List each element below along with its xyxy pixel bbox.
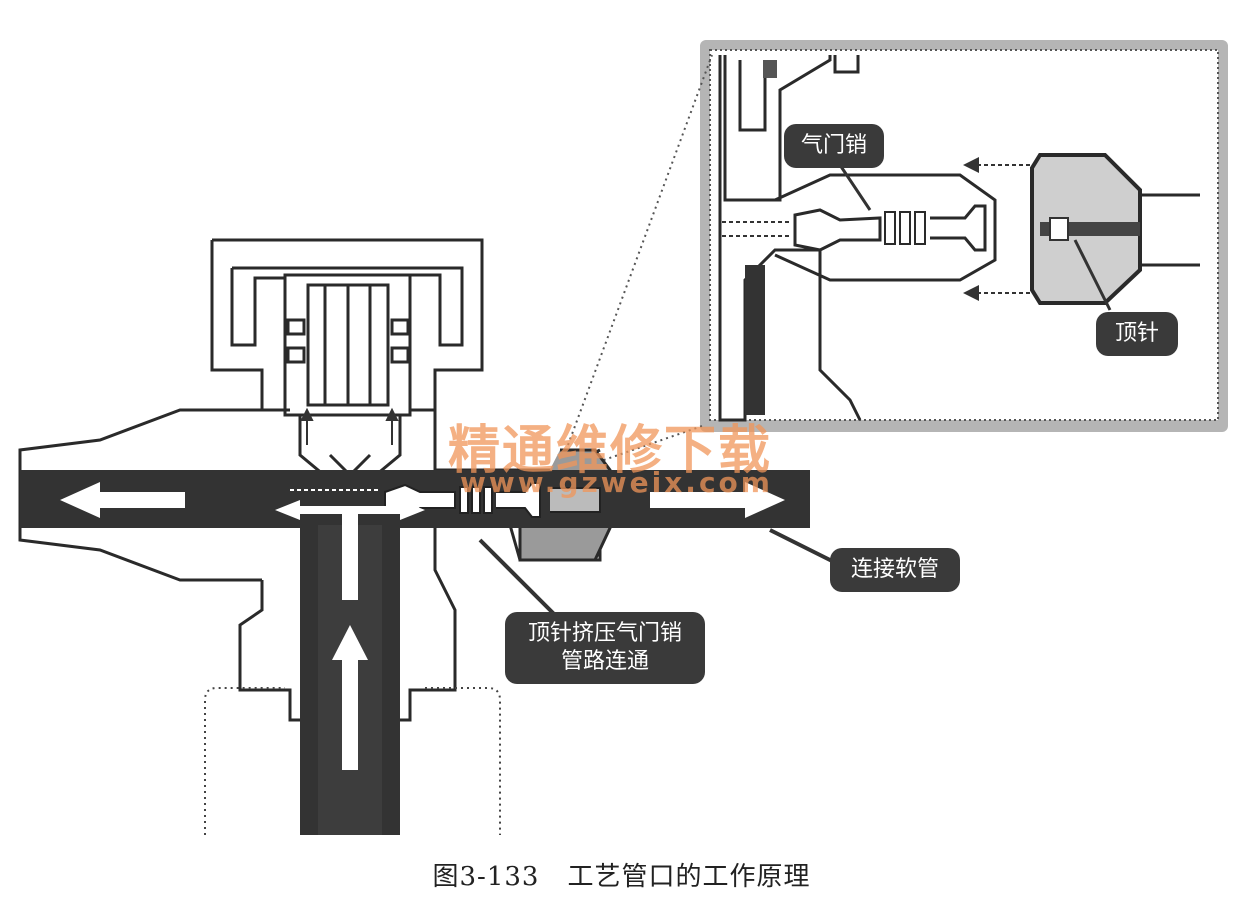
- stem-arrows: [300, 407, 399, 445]
- valve-pin-label: 气门销: [784, 124, 884, 168]
- squeeze-label-line1: 顶针挤压气门销: [527, 621, 682, 646]
- flow-arrows: [60, 482, 785, 770]
- flow-left-arrow: [60, 482, 185, 518]
- figure-number: 图3-133: [432, 862, 540, 892]
- figure-title: 工艺管口的工作原理: [567, 862, 811, 892]
- squeeze-label-line2: 管路连通: [560, 649, 649, 674]
- thimble-label: 顶针: [1096, 312, 1178, 356]
- squeeze-leader: [478, 538, 562, 622]
- hose-leader: [769, 528, 841, 567]
- compressor-outline: [204, 687, 501, 835]
- zoom-connector-bottom: [597, 424, 706, 463]
- watermark-url: www.gzweix.com: [460, 466, 773, 499]
- figure-caption: 图3-133 工艺管口的工作原理: [0, 856, 1243, 893]
- squeeze-label: 顶针挤压气门销 管路连通: [505, 612, 705, 684]
- flow-up-arrow: [332, 625, 368, 770]
- inset-panel: [700, 40, 1228, 432]
- hose-label: 连接软管: [830, 548, 960, 592]
- zoom-connector-top: [567, 54, 713, 446]
- flow-branch-arrow: [275, 500, 425, 600]
- flow-right-arrow: [650, 482, 785, 518]
- watermark-chinese: 精通维修下载: [448, 421, 773, 481]
